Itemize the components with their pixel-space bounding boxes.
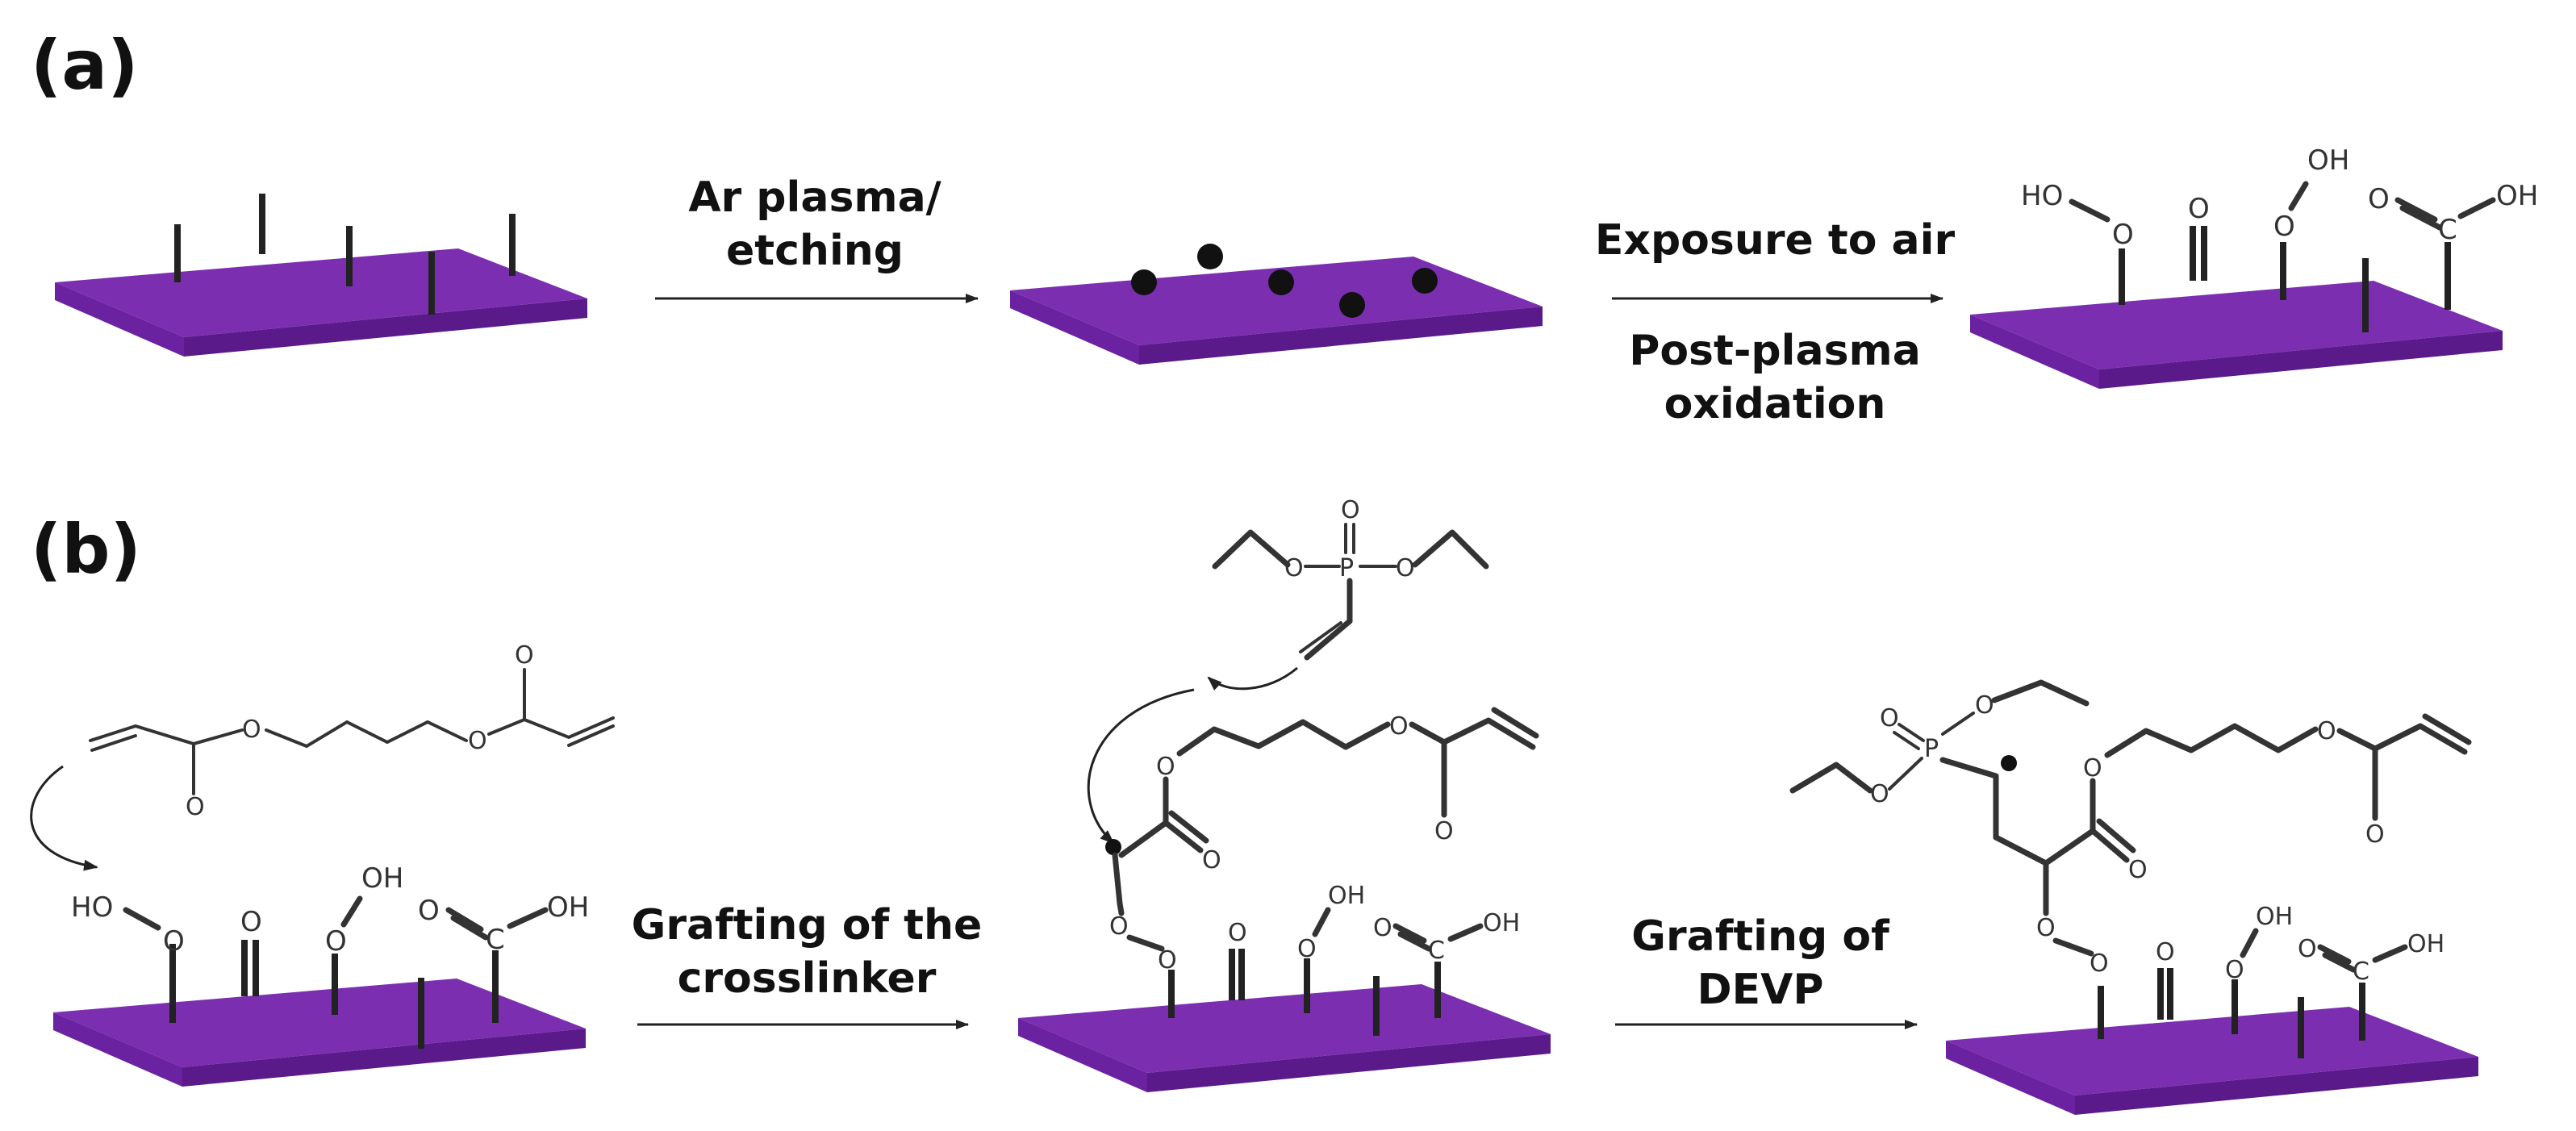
ho-label: HO (2021, 180, 2063, 212)
oxidized-substrate-b3: O O OH C O OH (1946, 903, 2478, 1115)
crosslinker-molecule: O O O O (89, 641, 615, 821)
step-b1-line2: crosslinker (678, 954, 937, 1003)
o-atom: O (1396, 554, 1415, 582)
o-atom: O (2112, 219, 2134, 251)
o-atom: O (1297, 935, 1317, 963)
p-atom: P (1339, 554, 1354, 582)
o-atom: O (2273, 211, 2295, 243)
grafted-crosslinker: O O O O O O (1105, 707, 1539, 974)
o-atom: O (1284, 554, 1304, 582)
o-atom: O (2036, 914, 2056, 942)
o-atom: O (240, 906, 262, 938)
o-atom: O (468, 727, 487, 755)
ho-label: HO (71, 891, 113, 924)
o-atom: O (1373, 914, 1392, 942)
oh-label: OH (2407, 930, 2444, 958)
o-atom: O (2225, 956, 2244, 984)
step-b2-line2: DEVP (1697, 966, 1823, 1014)
o-atom: O (186, 793, 205, 821)
oh-label: OH (2256, 903, 2293, 931)
oh-label: OH (361, 862, 403, 895)
o-atom: O (2317, 717, 2336, 745)
step-a2-top: Exposure to air (1595, 216, 1956, 265)
step-a1-line1: Ar plasma/ (688, 173, 941, 222)
o-atom: O (1156, 753, 1175, 781)
o-atom: O (1341, 496, 1360, 524)
radical-substrate (1010, 244, 1543, 365)
o-atom: O (1870, 780, 1889, 808)
attack-arrow (30, 765, 98, 871)
c-atom: C (2353, 958, 2369, 986)
o-atom: O (2365, 820, 2385, 849)
o-atom: O (2188, 193, 2210, 225)
o-atom: O (325, 925, 347, 958)
o-atom: O (2083, 754, 2102, 783)
o-atom: O (163, 925, 185, 958)
oxidized-substrate-b2: O O OH C O OH (1018, 882, 1551, 1092)
o-atom: O (1228, 919, 1247, 947)
pristine-substrate (55, 194, 587, 357)
grafted-devp-structure: O P O O O O O O O O (1789, 679, 2472, 978)
o-atom: O (2298, 935, 2317, 963)
oxidized-substrate-b1: O HO O O OH C O OH (53, 862, 589, 1087)
c-atom: C (1428, 937, 1445, 965)
o-atom: O (2156, 938, 2175, 966)
o-atom: O (418, 895, 440, 927)
o-atom: O (2090, 949, 2109, 978)
devp-arrow (1207, 666, 1298, 691)
o-atom: O (1880, 704, 1899, 732)
o-atom: O (1158, 946, 1177, 974)
o-atom: O (242, 716, 261, 744)
panel-a-label: (a) (31, 26, 138, 105)
oh-label: OH (1328, 882, 1365, 910)
o-atom: O (1434, 817, 1454, 845)
oh-label: OH (547, 891, 589, 924)
oxidized-substrate: O HO O O OH C O OH (1970, 144, 2538, 389)
o-atom: O (1975, 691, 1994, 720)
devp-molecule: O P O O (1212, 496, 1489, 661)
o-atom: O (1389, 712, 1409, 741)
radical-arrow (1087, 688, 1195, 845)
c-atom: C (2438, 214, 2457, 246)
oh-label: OH (1483, 909, 1520, 937)
oh-label: OH (2496, 180, 2538, 212)
o-atom: O (2368, 183, 2390, 215)
step-a2-bottom-line1: Post-plasma (1629, 327, 1921, 375)
step-b1-line1: Grafting of the (632, 901, 983, 949)
step-b2-line1: Grafting of (1631, 912, 1890, 961)
step-a2-bottom-line2: oxidation (1664, 380, 1886, 428)
o-atom: O (1109, 912, 1129, 941)
o-atom: O (1202, 846, 1221, 874)
o-atom: O (515, 641, 534, 670)
p-atom: P (1924, 735, 1939, 763)
step-a1-line2: etching (726, 227, 904, 275)
oh-label: OH (2307, 144, 2349, 177)
c-atom: C (486, 924, 505, 956)
panel-b-label: (b) (31, 510, 141, 589)
o-atom: O (2128, 856, 2148, 884)
